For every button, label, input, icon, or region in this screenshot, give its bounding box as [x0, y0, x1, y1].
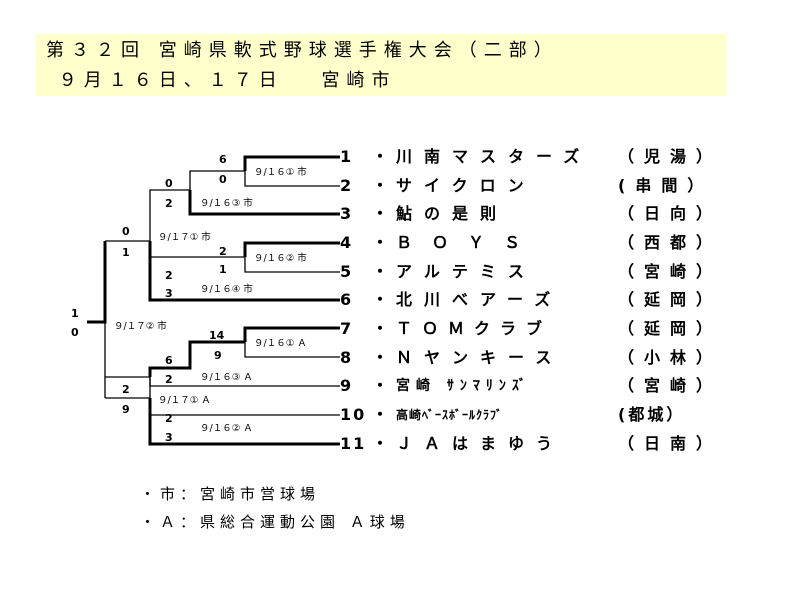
game-label: ９/１７① 市 [158, 231, 211, 243]
team-seed: 8 [340, 348, 354, 367]
team-location: （日南） [618, 434, 723, 453]
game-9-16-2-shi: 2 1 ９/１６② 市 [219, 241, 340, 276]
legend-shi: ・市：宮崎市営球場 [140, 485, 321, 503]
team-location: （児湯） [618, 147, 723, 166]
team-row: 5 ・ アルテミス （宮崎） [340, 261, 720, 283]
game-label: ９/１６① 市 [254, 166, 307, 178]
game-9-16-1-a: 14 9 ９/１６① Ａ [209, 326, 340, 362]
separator-dot: ・ [372, 233, 389, 252]
team-row: 4 ・ ＢＯＹＳ （西都） [340, 232, 720, 254]
team-name: 川南マスターズ [396, 147, 592, 166]
tournament-dates: ９月１６日、１７日 宮崎市 [46, 70, 397, 91]
team-name: アルテミス [396, 262, 536, 281]
score-team-1: 6 [219, 153, 227, 166]
team-location: （宮崎） [618, 376, 723, 395]
team-name: サイクロン [396, 176, 536, 195]
game-label: ９/１６③ 市 [200, 197, 253, 209]
team-location: （延岡） [618, 290, 723, 309]
team-location: （西都） [618, 233, 723, 252]
separator-dot: ・ [372, 290, 389, 309]
team-seed: 10 [340, 405, 367, 424]
separator-dot: ・ [372, 204, 389, 223]
separator-dot: ・ [372, 348, 389, 367]
team-seed: 3 [340, 204, 354, 223]
team-name: 北川べアーズ [396, 290, 563, 309]
team-location: （延岡） [618, 319, 723, 338]
team-location: （宮崎） [618, 262, 723, 281]
score-team-8: 9 [214, 349, 222, 362]
team-name: 高崎ﾍﾞｰｽﾎﾞｰﾙｸﾗﾌﾞ [396, 408, 504, 422]
team-seed: 1 [340, 147, 354, 166]
game-label: ９/１６③ Ａ [200, 372, 253, 383]
team-location: (都城） [618, 405, 686, 424]
score-lower: 0 [71, 326, 79, 339]
team-row: 3 ・ 鮎の是則 （日向） [340, 203, 720, 225]
score-upper: 0 [165, 177, 173, 190]
team-seed: 6 [340, 290, 354, 309]
score-team-4: 2 [219, 245, 227, 258]
game-label: ９/１６① Ａ [254, 338, 307, 349]
score-team-10: 2 [165, 412, 173, 425]
game-label: ９/１６② Ａ [200, 423, 253, 434]
team-name: 宮崎 ｻﾝﾏﾘﾝｽﾞ [396, 378, 532, 394]
game-9-16-2-a: 2 3 ９/１６② Ａ [148, 412, 340, 446]
team-name: 鮎の是則 [396, 204, 509, 223]
score-lower: 9 [122, 403, 130, 416]
legend-a: ・Ａ：県総合運動公園 Ａ球場 [140, 513, 410, 531]
tournament-title: 第３２回 宮崎県軟式野球選手権大会（二部） [46, 40, 559, 61]
score-upper: 2 [165, 269, 173, 282]
team-seed: 5 [340, 262, 354, 281]
team-row: 1 ・ 川南マスターズ （児湯） [340, 146, 720, 168]
team-location: （小林） [618, 348, 723, 367]
game-label: ９/１７② 市 [114, 320, 167, 332]
team-row: 11 ・ ＪＡはまゆう （日南） [340, 433, 720, 455]
separator-dot: ・ [372, 434, 389, 453]
score-upper: 6 [165, 354, 173, 367]
team-row: 9 ・ 宮崎 ｻﾝﾏﾘﾝｽﾞ （宮崎） [340, 375, 720, 397]
score-lower: 3 [165, 287, 173, 300]
team-seed: 2 [340, 176, 354, 195]
game-9-16-3-shi: 0 2 ９/１６③ 市 [165, 170, 340, 216]
team-row: 7 ・ ＴＯＭクラブ （延岡） [340, 318, 720, 340]
separator-dot: ・ [372, 262, 389, 281]
separator-dot: ・ [372, 319, 389, 338]
team-seed: 4 [340, 233, 354, 252]
score-lower: 2 [165, 373, 173, 386]
separator-dot: ・ [372, 405, 389, 424]
game-label: ９/１６② 市 [254, 252, 307, 264]
game-label: ９/１６④ 市 [200, 283, 253, 295]
team-row: 8 ・ Ｎヤンキース （小林） [340, 347, 720, 369]
team-row: 2 ・ サイクロン (串間） [340, 175, 720, 197]
team-location: （日向） [618, 204, 723, 223]
team-row: 6 ・ 北川べアーズ （延岡） [340, 289, 720, 311]
score-upper: 2 [122, 383, 130, 396]
score-team-2: 0 [219, 173, 227, 186]
game-9-17-1-a: 2 9 ９/１７① Ａ [105, 376, 211, 429]
team-name: ＴＯＭクラブ [396, 319, 553, 338]
title-box: 第３２回 宮崎県軟式野球選手権大会（二部） ９月１６日、１７日 宮崎市 [36, 34, 726, 96]
score-lower: 1 [122, 246, 130, 259]
score-lower: 2 [165, 197, 173, 210]
separator-dot: ・ [372, 176, 389, 195]
score-team-5: 1 [219, 263, 227, 276]
team-name: ＢＯＹＳ [396, 233, 541, 252]
team-seed: 7 [340, 319, 354, 338]
score-upper: 0 [122, 225, 130, 238]
game-9-16-1-shi: 6 0 ９/１６① 市 [219, 153, 340, 187]
score-team-11: 3 [165, 431, 173, 444]
score-team-7: 14 [209, 329, 225, 342]
team-seed: 9 [340, 376, 354, 395]
game-9-17-1-shi: 0 1 ９/１７① 市 [105, 189, 211, 278]
game-label: ９/１７① Ａ [158, 395, 211, 406]
separator-dot: ・ [372, 147, 389, 166]
score-upper: 1 [71, 307, 79, 320]
game-final-9-17-2-shi: 1 0 ９/１７② 市 [71, 241, 167, 398]
team-location: (串間） [618, 176, 714, 195]
separator-dot: ・ [372, 376, 389, 395]
team-row: 10 ・ 高崎ﾍﾞｰｽﾎﾞｰﾙｸﾗﾌﾞ (都城） [340, 404, 720, 426]
team-name: Ｎヤンキース [396, 348, 564, 367]
team-seed: 11 [340, 434, 367, 453]
team-name: ＪＡはまゆう [396, 434, 565, 453]
